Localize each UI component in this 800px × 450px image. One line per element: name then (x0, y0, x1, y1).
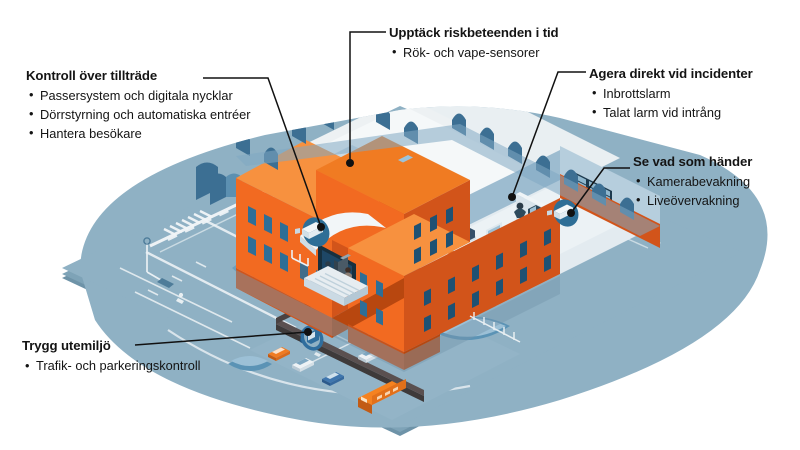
callout-access-item-1: Dörrstyrning och automatiska entréer (26, 105, 251, 125)
vehicle-car-blue-2 (322, 372, 344, 386)
fence-right (469, 312, 521, 343)
crosswalk (163, 209, 213, 237)
callout-detect-list: Rök- och vape-sensorer (389, 43, 559, 63)
callout-see-list: Kamerabevakning Liveövervakning (633, 172, 752, 211)
callout-access-item-2: Hantera besökare (26, 124, 251, 144)
callout-outdoor: Trygg utemiljö Trafik- och parkeringskon… (22, 337, 201, 376)
planter-strip-left (228, 356, 272, 371)
ground-contents (80, 106, 768, 428)
leader-dots (304, 159, 575, 336)
leader-lines (134, 31, 630, 346)
streetlight (143, 237, 174, 288)
callout-access-title: Kontroll över tillträde (26, 68, 158, 83)
callout-detect: Upptäck riskbeteenden i tid Rök- och vap… (389, 25, 559, 63)
vehicle-car-white-1 (292, 358, 314, 372)
callout-act: Agera direkt vid incidenter Inbrottslarm… (589, 66, 753, 123)
callout-see-item-1: Liveövervakning (633, 191, 752, 211)
building-windows (248, 155, 551, 332)
callout-access-list: Passersystem och digitala nycklar Dörrst… (26, 86, 251, 144)
callout-access: Kontroll över tillträde Passersystem och… (26, 68, 251, 144)
callout-outdoor-list: Trafik- och parkeringskontroll (22, 357, 201, 376)
callout-detect-title: Upptäck riskbeteenden i tid (389, 25, 559, 40)
callout-outdoor-title: Trygg utemiljö (22, 338, 111, 353)
callout-access-item-0: Passersystem och digitala nycklar (26, 86, 251, 106)
accessible-parking-symbol (176, 292, 184, 304)
callout-see: Se vad som händer Kamerabevakning Liveöv… (633, 154, 752, 211)
callout-act-item-0: Inbrottslarm (589, 84, 753, 104)
callout-see-title: Se vad som händer (633, 154, 753, 169)
vehicle-car-orange (268, 347, 290, 361)
vehicle-bus-orange (358, 379, 406, 414)
entrance-stairs (304, 266, 368, 306)
callout-act-list: Inbrottslarm Talat larm vid intrång (589, 84, 753, 123)
callout-act-item-1: Talat larm vid intrång (589, 103, 753, 123)
callout-detect-item-0: Rök- och vape-sensorer (389, 43, 559, 63)
entrance-railing (291, 250, 309, 267)
school-building (236, 106, 660, 372)
callout-outdoor-item-0: Trafik- och parkeringskontroll (22, 357, 201, 376)
callout-act-title: Agera direkt vid incidenter (589, 66, 753, 81)
callout-see-item-0: Kamerabevakning (633, 172, 752, 192)
